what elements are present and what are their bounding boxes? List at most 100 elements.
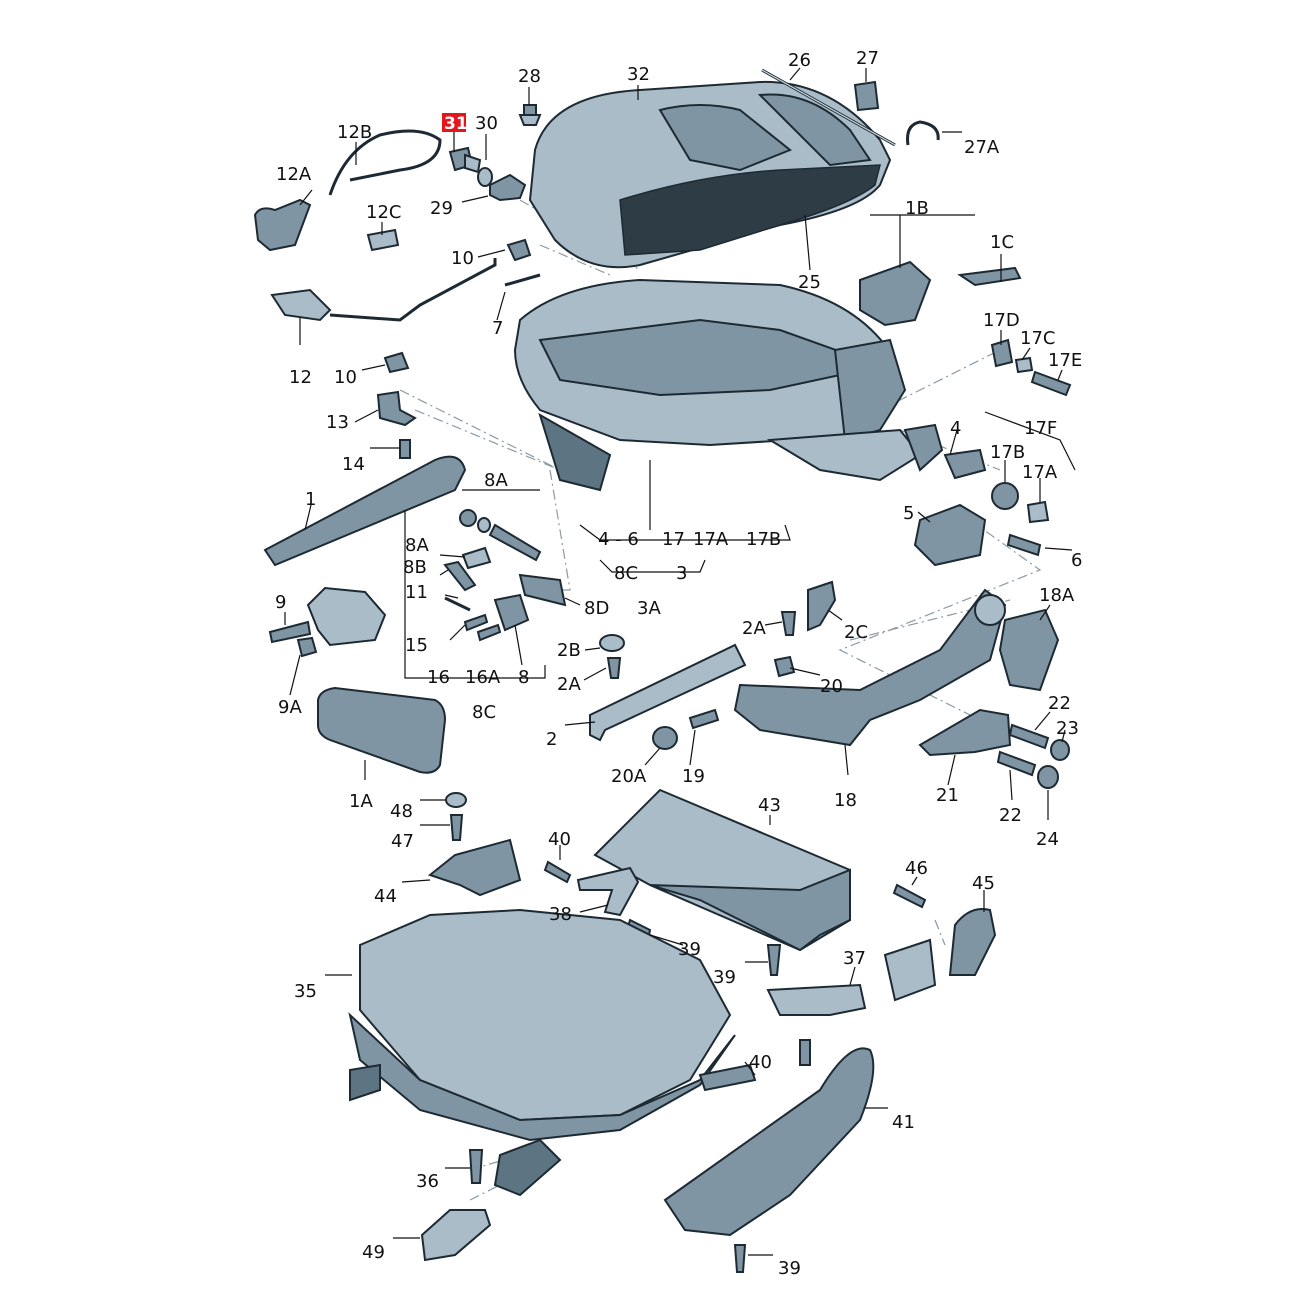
label-26[interactable]: 26 <box>788 50 811 71</box>
label-43[interactable]: 43 <box>758 795 781 816</box>
label-49[interactable]: 49 <box>362 1242 385 1263</box>
pin-16[interactable] <box>463 613 489 632</box>
cap-23[interactable] <box>1050 739 1070 761</box>
label-8[interactable]: 8 <box>518 667 529 688</box>
bracket-2[interactable] <box>589 643 747 742</box>
label-8C[interactable]: 8C <box>614 563 638 584</box>
screw-46[interactable] <box>892 883 927 909</box>
bracket-38[interactable] <box>576 866 640 917</box>
clip-20[interactable] <box>773 655 796 678</box>
mechanism-1B[interactable] <box>859 260 932 327</box>
label-40-lower[interactable]: 40 <box>749 1052 772 1073</box>
label-16A[interactable]: 16A <box>465 667 501 688</box>
label-2[interactable]: 2 <box>546 729 557 750</box>
cover-49[interactable] <box>420 1209 492 1262</box>
label-16[interactable]: 16 <box>427 667 450 688</box>
cover-45[interactable] <box>948 908 997 976</box>
label-35[interactable]: 35 <box>294 981 317 1002</box>
label-25[interactable]: 25 <box>798 272 821 293</box>
bolt-40b[interactable] <box>799 1039 811 1066</box>
label-8A[interactable]: 8A <box>484 470 508 491</box>
bracket-9-housing[interactable] <box>306 586 387 647</box>
cap-48[interactable] <box>445 792 467 808</box>
label-4-6[interactable]: 4 - 6 <box>598 529 639 550</box>
label-11[interactable]: 11 <box>405 582 428 603</box>
bushing-10b[interactable] <box>383 351 410 374</box>
motor-5[interactable] <box>913 503 987 567</box>
bushing-17A-lower[interactable] <box>1026 500 1050 524</box>
label-27[interactable]: 27 <box>856 48 879 69</box>
bracket-37[interactable] <box>766 983 867 1016</box>
clip-12C[interactable] <box>366 228 400 252</box>
label-8C-lower[interactable]: 8C <box>472 702 496 723</box>
label-2C[interactable]: 2C <box>844 622 868 643</box>
label-9[interactable]: 9 <box>275 592 286 613</box>
label-22-upper[interactable]: 22 <box>1048 693 1071 714</box>
cover-44[interactable] <box>427 838 522 897</box>
bolt-17E[interactable] <box>1030 370 1072 397</box>
wire-26[interactable] <box>761 68 896 147</box>
label-17[interactable]: 17 <box>662 529 685 550</box>
label-20[interactable]: 20 <box>820 676 843 697</box>
label-2A-upper[interactable]: 2A <box>742 618 766 639</box>
label-22-lower[interactable]: 22 <box>999 805 1022 826</box>
bushing-10a[interactable] <box>506 238 532 262</box>
bracket-13[interactable] <box>376 390 417 427</box>
clip-17D[interactable] <box>990 338 1014 368</box>
lever-12[interactable] <box>270 258 497 322</box>
lever-21[interactable] <box>918 708 1012 757</box>
bolt-22b[interactable] <box>996 750 1037 777</box>
label-2B[interactable]: 2B <box>557 640 581 661</box>
label-19[interactable]: 19 <box>682 766 705 787</box>
label-39-lower[interactable]: 39 <box>778 1258 801 1279</box>
label-45[interactable]: 45 <box>972 873 995 894</box>
label-8B[interactable]: 8B <box>403 557 427 578</box>
bolt-9[interactable] <box>268 620 312 644</box>
seat-base-35[interactable] <box>348 908 757 1197</box>
label-27A[interactable]: 27A <box>964 137 1000 158</box>
seat-frame[interactable] <box>513 278 922 492</box>
label-5[interactable]: 5 <box>903 503 914 524</box>
label-6[interactable]: 6 <box>1071 550 1082 571</box>
label-20A[interactable]: 20A <box>611 766 647 787</box>
clip-27A[interactable] <box>906 120 940 146</box>
label-23[interactable]: 23 <box>1056 718 1079 739</box>
foam-pad-25[interactable] <box>619 164 881 256</box>
cap-2B[interactable] <box>599 634 625 652</box>
label-17E[interactable]: 17E <box>1048 350 1082 371</box>
nut-8A[interactable] <box>459 509 542 562</box>
label-8A-group[interactable]: 8A <box>405 535 429 556</box>
washer-30[interactable] <box>477 167 493 187</box>
housing-8D[interactable] <box>518 573 567 607</box>
label-17F[interactable]: 17F <box>1024 418 1057 439</box>
bracket-2C[interactable] <box>807 580 837 632</box>
label-17C[interactable]: 17C <box>1020 328 1055 349</box>
label-12A[interactable]: 12A <box>276 164 312 185</box>
label-18A[interactable]: 18A <box>1039 585 1075 606</box>
label-31[interactable]: 31 <box>444 114 468 134</box>
label-39-upper[interactable]: 39 <box>678 939 701 960</box>
handle-12A[interactable] <box>253 198 312 252</box>
label-38[interactable]: 38 <box>549 904 572 925</box>
screw-2A2[interactable] <box>606 657 622 679</box>
bracket-17B[interactable] <box>943 448 987 480</box>
label-32[interactable]: 32 <box>627 64 650 85</box>
clip-27[interactable] <box>853 80 880 112</box>
label-24[interactable]: 24 <box>1036 829 1059 850</box>
label-44[interactable]: 44 <box>374 886 397 907</box>
screw-2A[interactable] <box>780 611 797 636</box>
cap-24[interactable] <box>1037 765 1059 789</box>
pin-16A[interactable] <box>476 623 502 642</box>
label-3[interactable]: 3 <box>676 563 687 584</box>
screw-39b[interactable] <box>766 944 782 976</box>
label-46[interactable]: 46 <box>905 858 928 879</box>
screw-14[interactable] <box>399 439 411 459</box>
spring-7[interactable] <box>504 273 541 287</box>
label-1[interactable]: 1 <box>305 489 316 510</box>
label-28[interactable]: 28 <box>518 66 541 87</box>
nut-9A[interactable] <box>296 636 318 658</box>
screw-47[interactable] <box>449 814 464 841</box>
seat-cushion-32[interactable] <box>528 80 892 269</box>
sleeve-8A2[interactable] <box>461 546 492 570</box>
panel-43[interactable] <box>593 788 851 952</box>
